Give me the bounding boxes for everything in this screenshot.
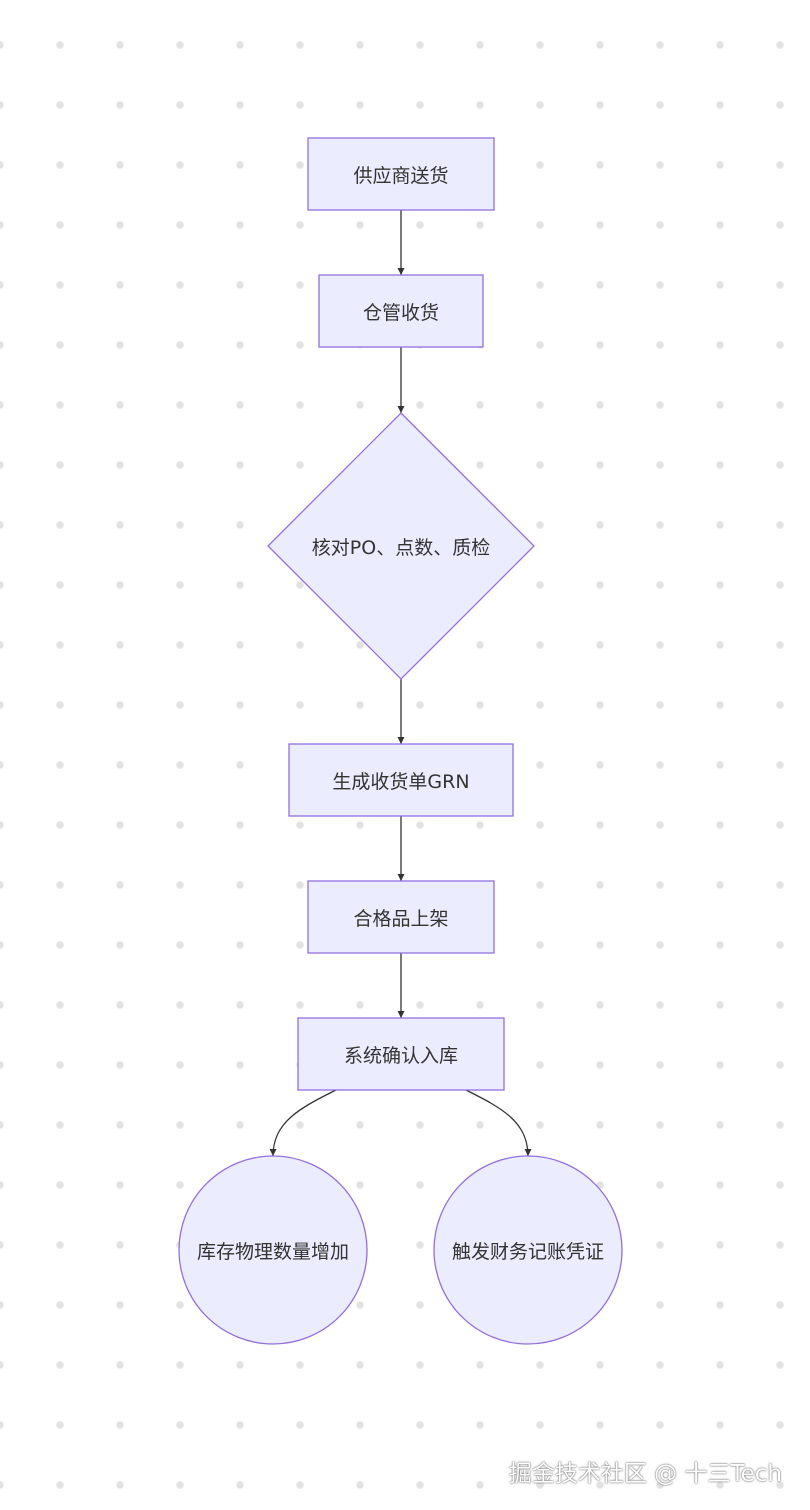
node-shelving-rectangle [307, 880, 495, 954]
edges-layer [269, 210, 532, 1157]
node-supplier-delivery-rectangle [307, 137, 495, 211]
node-label-inventory-increase: 库存物理数量增加 [196, 1240, 349, 1263]
node-verify-diamond [267, 412, 535, 680]
node-label-verify: 核对PO、点数、质检 [311, 536, 491, 559]
node-grn-rectangle [288, 743, 514, 817]
node-label-supplier-delivery: 供应商送货 [353, 164, 449, 187]
edge-confirm_inbound-to-finance_voucher [465, 1089, 532, 1157]
node-inventory-increase-circle [178, 1155, 368, 1345]
node-confirm-inbound-rectangle [297, 1017, 505, 1091]
node-label-shelving: 合格品上架 [353, 907, 449, 930]
node-label-warehouse-receive: 仓管收货 [362, 301, 439, 324]
edge-confirm_inbound-to-inventory_increase [269, 1089, 337, 1157]
node-label-finance-voucher: 触发财务记账凭证 [451, 1240, 604, 1263]
nodes-layer [178, 137, 623, 1345]
node-warehouse-receive-rectangle [318, 274, 484, 348]
node-label-grn: 生成收货单GRN [332, 770, 470, 793]
watermark-text: 掘金技术社区 @ 十三Tech [508, 1461, 782, 1487]
node-label-confirm-inbound: 系统确认入库 [343, 1044, 458, 1067]
node-finance-voucher-circle [433, 1155, 623, 1345]
